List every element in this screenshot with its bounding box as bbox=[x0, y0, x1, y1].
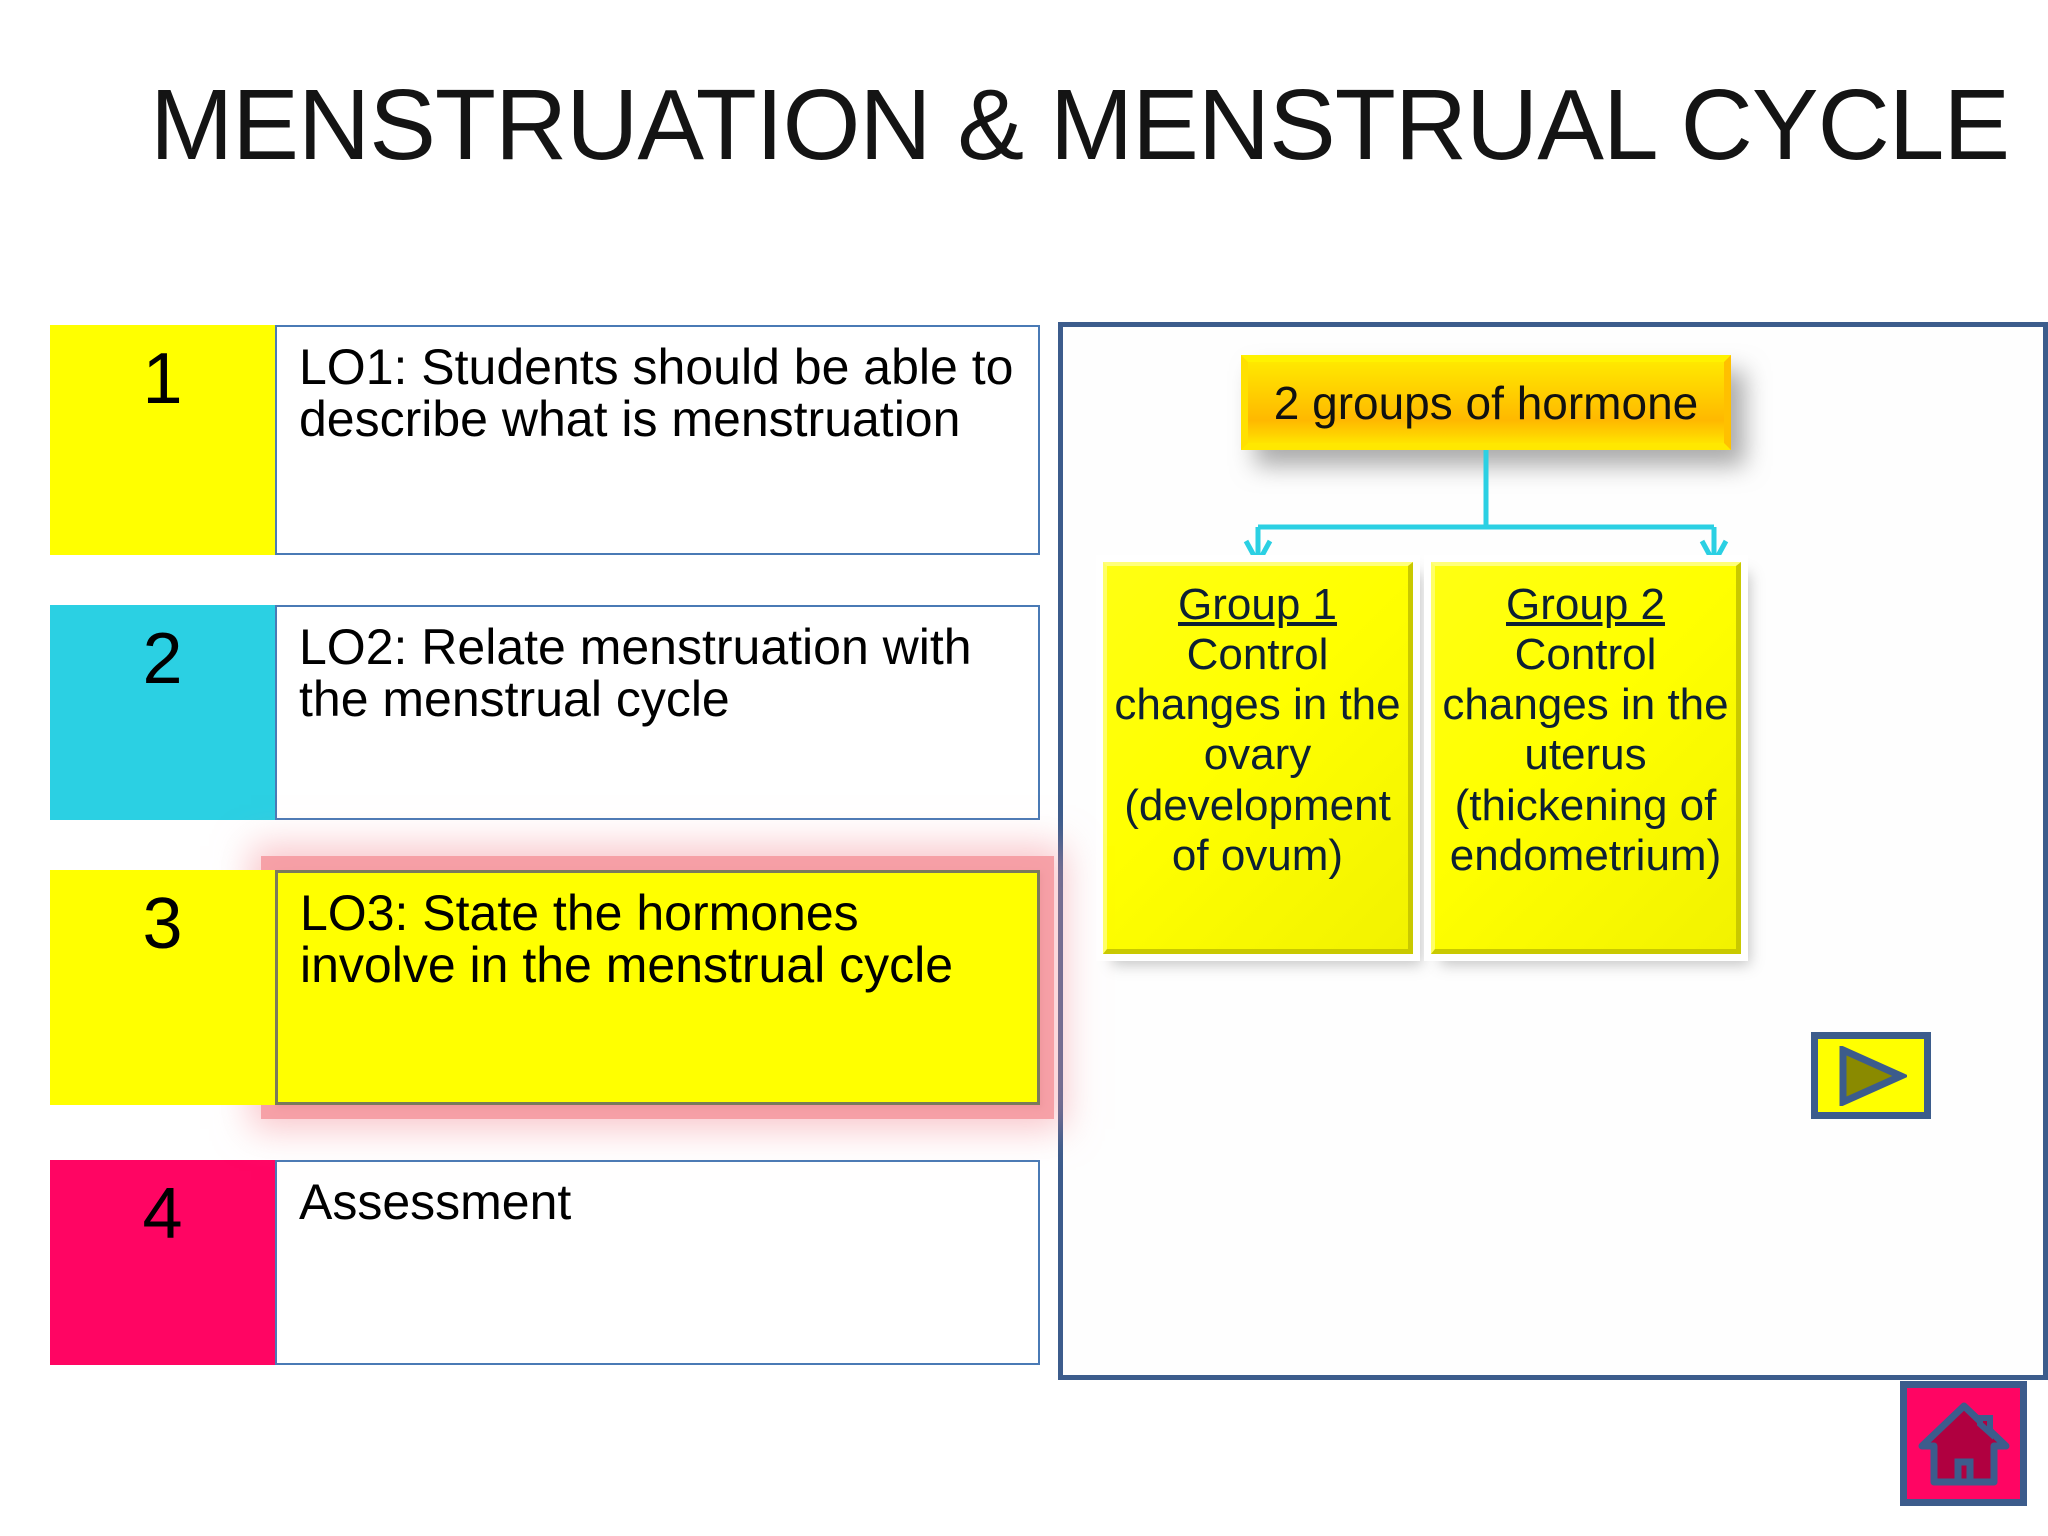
objective-row[interactable]: 4 Assessment bbox=[50, 1160, 1040, 1365]
objective-number-badge: 4 bbox=[50, 1160, 275, 1365]
diagram-panel: 2 groups of hormone Group 1 Control chan… bbox=[1058, 322, 2048, 1380]
home-button[interactable] bbox=[1900, 1381, 2027, 1506]
diagram-node-body: Control changes in the uterus (thickenin… bbox=[1442, 630, 1729, 880]
objective-text: LO2: Relate menstruation with the menstr… bbox=[275, 605, 1040, 820]
objective-number: 4 bbox=[142, 1174, 183, 1254]
arrowhead-right-icon bbox=[1699, 539, 1729, 569]
next-slide-button[interactable] bbox=[1811, 1032, 1931, 1119]
diagram-node-title: Group 1 bbox=[1178, 580, 1337, 629]
page-title: MENSTRUATION & MENSTRUAL CYCLE bbox=[150, 69, 2010, 181]
objective-row-highlighted[interactable]: 3 LO3: State the hormones involve in the… bbox=[50, 870, 1040, 1105]
objective-number: 3 bbox=[142, 884, 183, 964]
arrowhead-left-icon bbox=[1243, 539, 1273, 569]
objective-number-badge: 3 bbox=[50, 870, 275, 1105]
home-icon bbox=[1918, 1402, 2009, 1485]
objective-row[interactable]: 2 LO2: Relate menstruation with the mens… bbox=[50, 605, 1040, 820]
objective-text: LO1: Students should be able to describe… bbox=[275, 325, 1040, 555]
diagram-node-title: Group 2 bbox=[1506, 580, 1665, 629]
diagram-root-node[interactable]: 2 groups of hormone bbox=[1241, 355, 1731, 450]
objective-number: 2 bbox=[142, 619, 183, 699]
diagram-node-group-1[interactable]: Group 1 Control changes in the ovary (de… bbox=[1096, 555, 1420, 961]
diagram-node-body: Control changes in the ovary (developmen… bbox=[1114, 630, 1401, 880]
diagram-root-label: 2 groups of hormone bbox=[1273, 376, 1699, 429]
play-triangle-icon bbox=[1839, 1045, 1907, 1106]
objective-number-badge: 1 bbox=[50, 325, 275, 555]
diagram-node-group-2[interactable]: Group 2 Control changes in the uterus (t… bbox=[1424, 555, 1748, 961]
objective-row[interactable]: 1 LO1: Students should be able to descri… bbox=[50, 325, 1040, 555]
objective-text: Assessment bbox=[275, 1160, 1040, 1365]
objective-text: LO3: State the hormones involve in the m… bbox=[275, 870, 1040, 1105]
objective-number: 1 bbox=[142, 339, 183, 419]
objective-number-badge: 2 bbox=[50, 605, 275, 820]
